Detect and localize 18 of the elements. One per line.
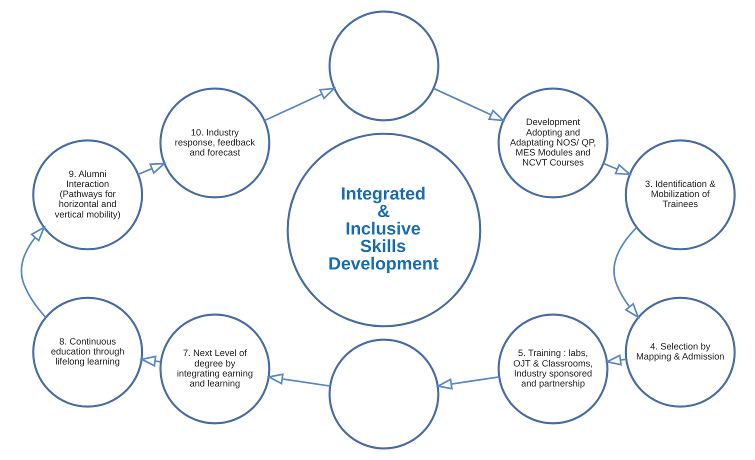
arrow	[20, 226, 46, 318]
node-circle: 5. Training : labs, OJT & Classrooms, Industry sponsored and partnership	[497, 314, 608, 424]
node-circle: 10. Industry response, feedback and forecast	[158, 88, 270, 198]
node-circle: Integrated & Inclusive Skills Development	[286, 132, 481, 328]
arrow	[266, 373, 330, 387]
node-circle: 7. Next Level of degree by integrating earning and learning	[158, 314, 270, 424]
node-circle: 8. Continuous education through lifelong learning	[32, 296, 143, 408]
node-circle	[328, 338, 439, 450]
arrow	[612, 226, 640, 320]
arrow	[137, 162, 166, 176]
arrow	[602, 162, 632, 176]
arrow	[434, 376, 499, 390]
node-circle: Development Adopting and Adaptating NOS/ QP, MES Modules and NCVT Courses	[497, 88, 608, 198]
node-circle	[328, 10, 439, 122]
node-circle: 3. Identification & Mobilization of Trainees	[624, 139, 736, 250]
arrow	[432, 88, 506, 122]
node-circle: 9. Alumni Interaction (Pathways for horizontal and vertical mobility)	[32, 139, 143, 250]
arrow	[264, 87, 336, 122]
